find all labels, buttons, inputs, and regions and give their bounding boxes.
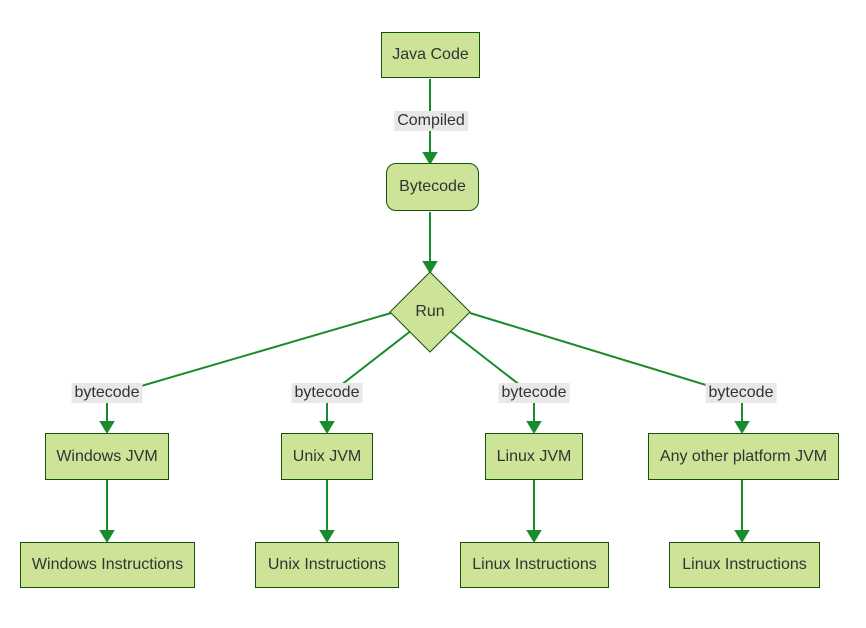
node-linux-jvm: Linux JVM (485, 433, 583, 480)
arrowhead-icon (319, 530, 335, 543)
edge-windowsjvm-to-instructions (99, 480, 115, 543)
arrowhead-icon (99, 530, 115, 543)
node-windows-instructions-label: Windows Instructions (31, 556, 184, 573)
node-unix-jvm-label: Unix JVM (292, 447, 362, 465)
node-unix-jvm: Unix JVM (281, 433, 373, 480)
node-other-instructions: Linux Instructions (669, 542, 820, 588)
edge-linuxjvm-to-instructions (526, 480, 542, 543)
arrowhead-icon (422, 261, 438, 274)
arrowhead-icon (319, 421, 335, 434)
edge-run-to-unix-jvm (319, 329, 413, 434)
edge-label-bytecode-3: bytecode (498, 383, 570, 403)
edge-otherjvm-to-instructions (734, 480, 750, 543)
edge-label-bytecode-2: bytecode (291, 383, 363, 403)
node-windows-jvm: Windows JVM (45, 433, 169, 480)
node-linux-instructions: Linux Instructions (460, 542, 609, 588)
node-unix-instructions-label: Unix Instructions (267, 556, 387, 573)
edge-bytecode-to-run (422, 212, 438, 274)
node-windows-instructions: Windows Instructions (20, 542, 195, 588)
node-java-code-label: Java Code (392, 46, 469, 63)
node-unix-instructions: Unix Instructions (255, 542, 399, 588)
node-linux-jvm-label: Linux JVM (496, 447, 572, 465)
node-windows-jvm-label: Windows JVM (56, 447, 158, 465)
node-run-diamond (389, 271, 471, 353)
edge-unixjvm-to-instructions (319, 480, 335, 543)
arrowhead-icon (734, 530, 750, 543)
arrowhead-icon (734, 421, 750, 434)
node-linux-instructions-label: Linux Instructions (472, 556, 597, 573)
edge-label-compiled: Compiled (394, 111, 468, 131)
node-bytecode: Bytecode (386, 163, 479, 211)
edge-run-to-linux-jvm (448, 329, 542, 434)
node-other-jvm-label: Any other platform JVM (659, 447, 828, 465)
node-other-instructions-label: Linux Instructions (682, 556, 807, 573)
edge-run-to-windows-jvm (99, 312, 392, 434)
edge-run-to-other-jvm (469, 312, 750, 434)
arrowhead-icon (422, 152, 438, 165)
node-java-code: Java Code (381, 32, 480, 78)
edge-label-bytecode-1: bytecode (71, 383, 143, 403)
edge-label-bytecode-4: bytecode (705, 383, 777, 403)
node-run-label: Run (415, 303, 445, 320)
arrowhead-icon (526, 421, 542, 434)
node-bytecode-label: Bytecode (399, 178, 466, 195)
arrowhead-icon (99, 421, 115, 434)
arrowhead-icon (526, 530, 542, 543)
node-other-jvm: Any other platform JVM (648, 433, 839, 480)
